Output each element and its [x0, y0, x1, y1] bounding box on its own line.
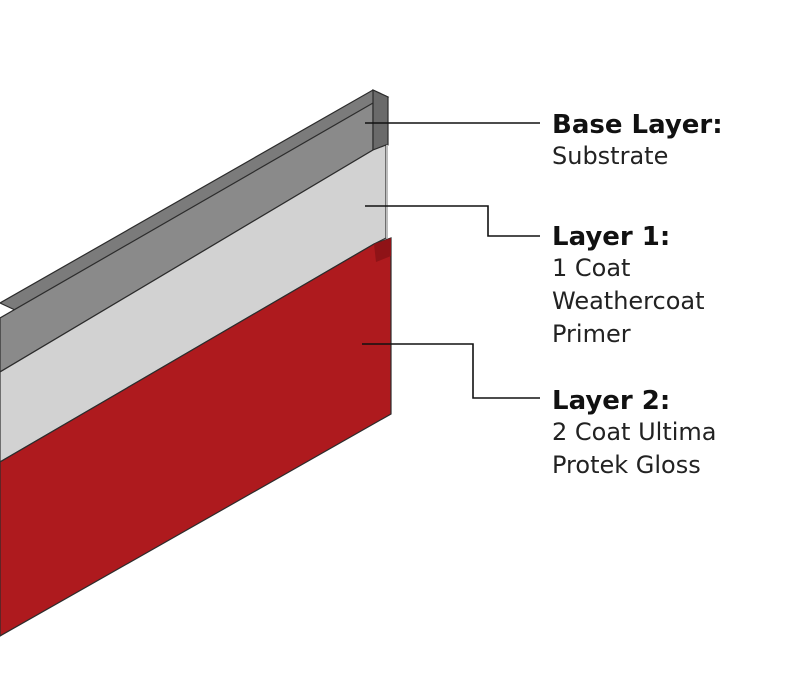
- gloss-layer-slab: [0, 237, 392, 637]
- layer1-desc-line-3: Primer: [552, 320, 631, 348]
- leader-lines: [362, 122, 540, 399]
- base-layer-slab: [0, 89, 390, 373]
- layer1-desc-line-2: Weathercoat: [552, 287, 705, 315]
- base-layer-title: Base Layer:: [552, 110, 723, 140]
- layer1-leader: [365, 205, 540, 237]
- base-layer-side-face: [372, 89, 389, 151]
- layer2-title: Layer 2:: [552, 386, 670, 416]
- layer1-title: Layer 1:: [552, 222, 670, 252]
- primer-layer-slab: [0, 144, 388, 463]
- gloss-layer-side-face: [374, 238, 391, 262]
- layer2-desc-line-2: Protek Gloss: [552, 451, 701, 479]
- panel-illustration: [0, 89, 392, 637]
- layer2-desc-line-1: 2 Coat Ultima: [552, 418, 716, 446]
- gloss-layer-front-face: [0, 237, 392, 637]
- layer-labels: Base Layer: Substrate Layer 1: 1 Coat We…: [552, 110, 723, 479]
- layer1-desc-line-1: 1 Coat: [552, 254, 630, 282]
- primer-layer-side-face: [386, 145, 388, 238]
- base-layer-desc-line-1: Substrate: [552, 142, 668, 170]
- layer2-leader: [362, 343, 540, 399]
